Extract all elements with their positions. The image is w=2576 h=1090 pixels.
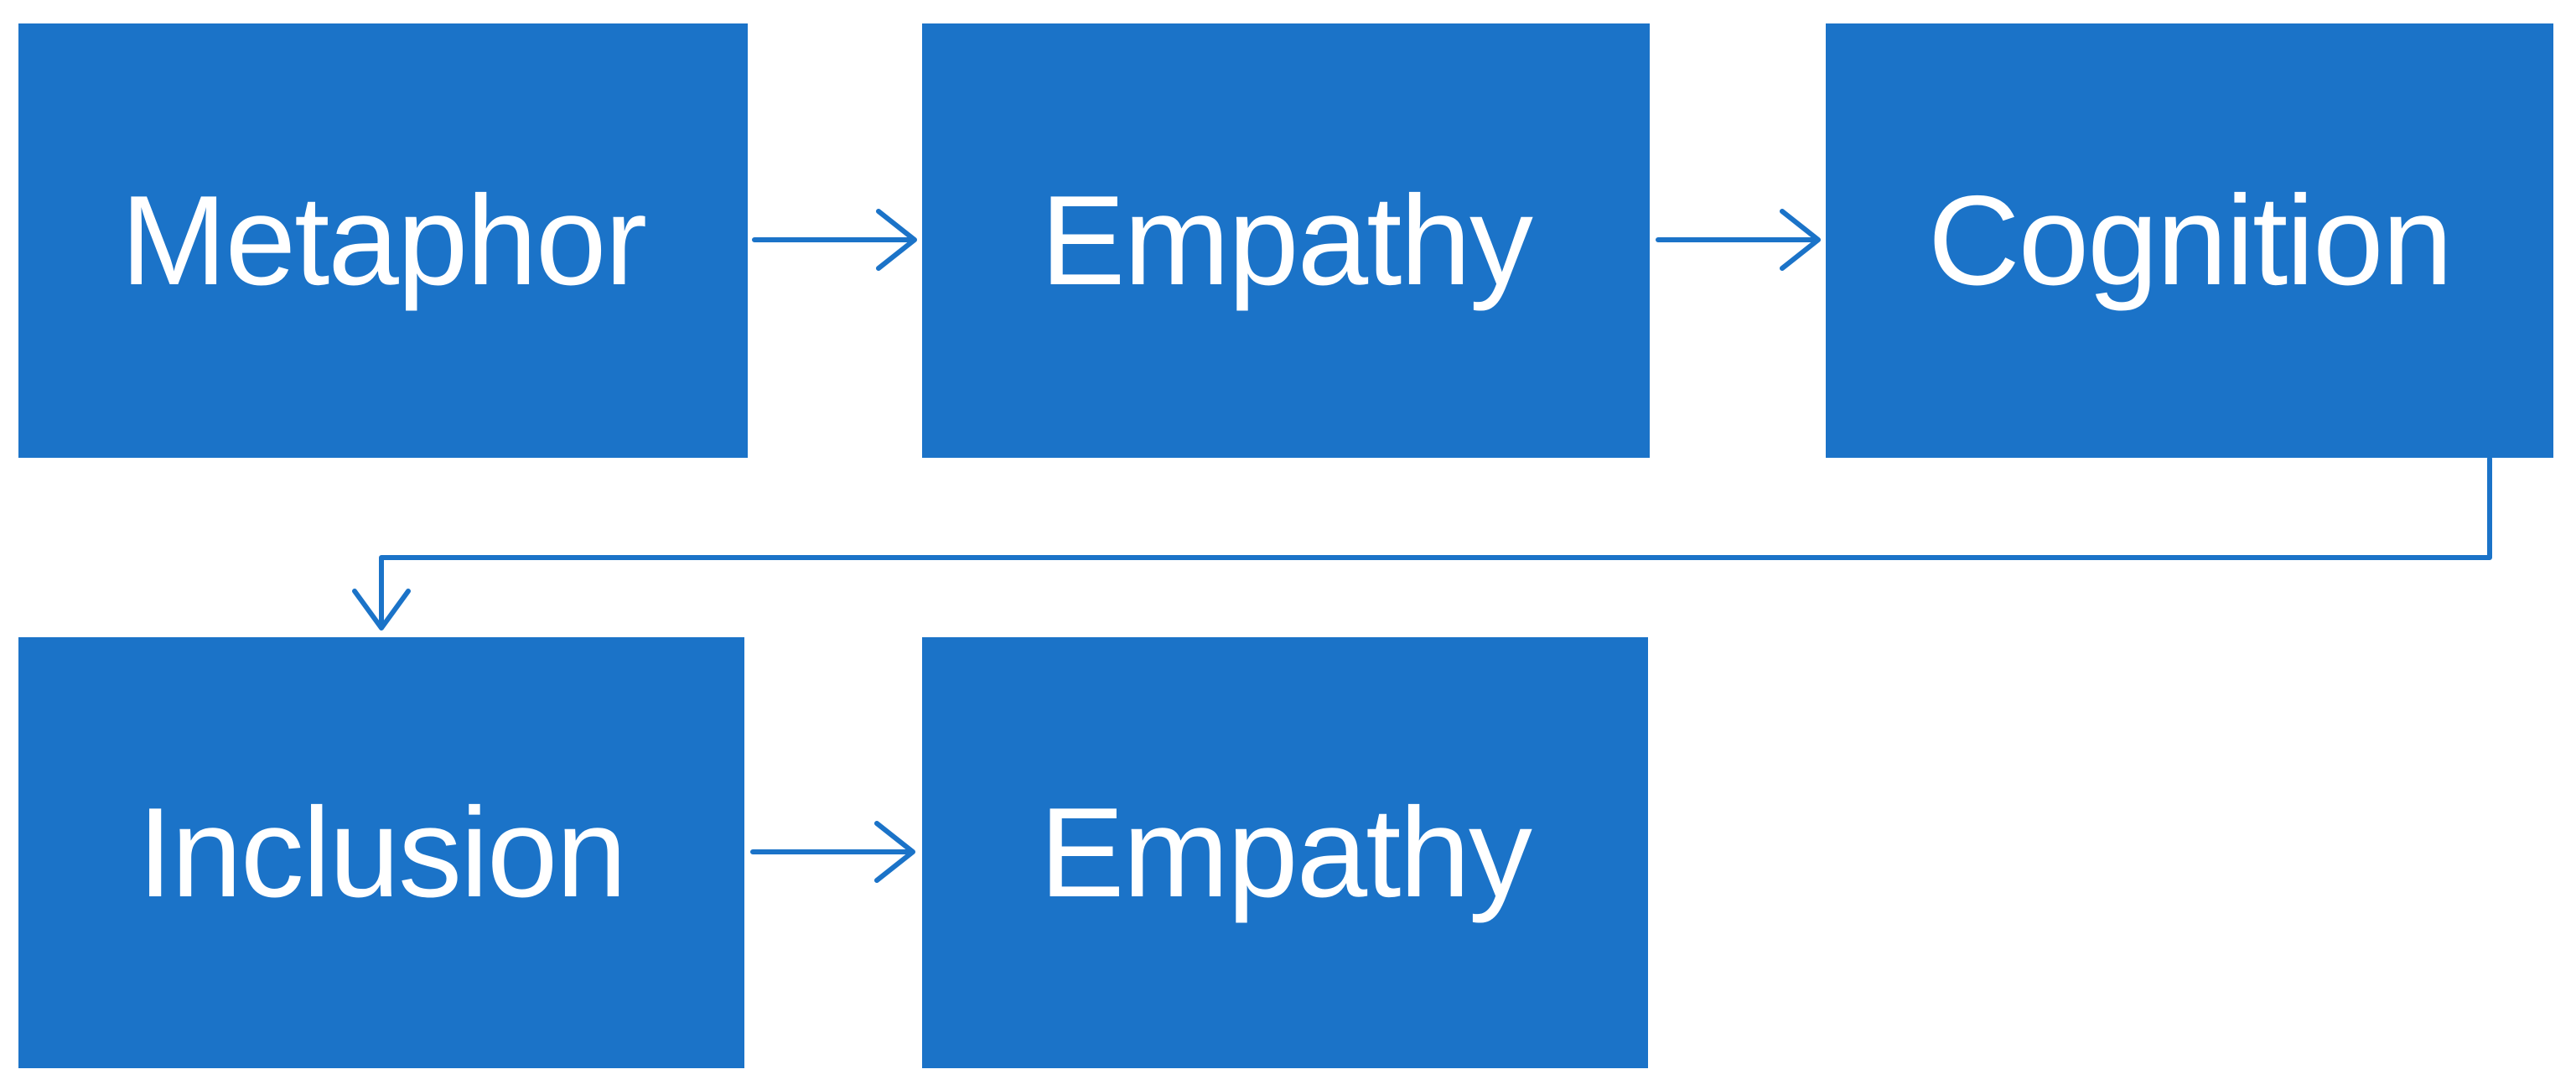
arrow-empathy-to-cognition bbox=[1656, 209, 1821, 271]
node-metaphor-label: Metaphor bbox=[120, 169, 647, 312]
node-empathy-bottom: Empathy bbox=[922, 637, 1648, 1068]
node-inclusion-label: Inclusion bbox=[137, 781, 627, 924]
node-empathy-top-label: Empathy bbox=[1040, 169, 1533, 312]
arrow-inclusion-to-empathy bbox=[750, 821, 915, 883]
node-empathy-top: Empathy bbox=[922, 23, 1650, 458]
node-empathy-bottom-label: Empathy bbox=[1039, 781, 1532, 924]
node-cognition: Cognition bbox=[1826, 23, 2553, 458]
arrow-metaphor-to-empathy bbox=[752, 209, 917, 271]
node-metaphor: Metaphor bbox=[18, 23, 748, 458]
elbow-arrow-cognition-to-inclusion bbox=[352, 456, 2492, 631]
node-cognition-label: Cognition bbox=[1927, 169, 2453, 312]
node-inclusion: Inclusion bbox=[18, 637, 744, 1068]
